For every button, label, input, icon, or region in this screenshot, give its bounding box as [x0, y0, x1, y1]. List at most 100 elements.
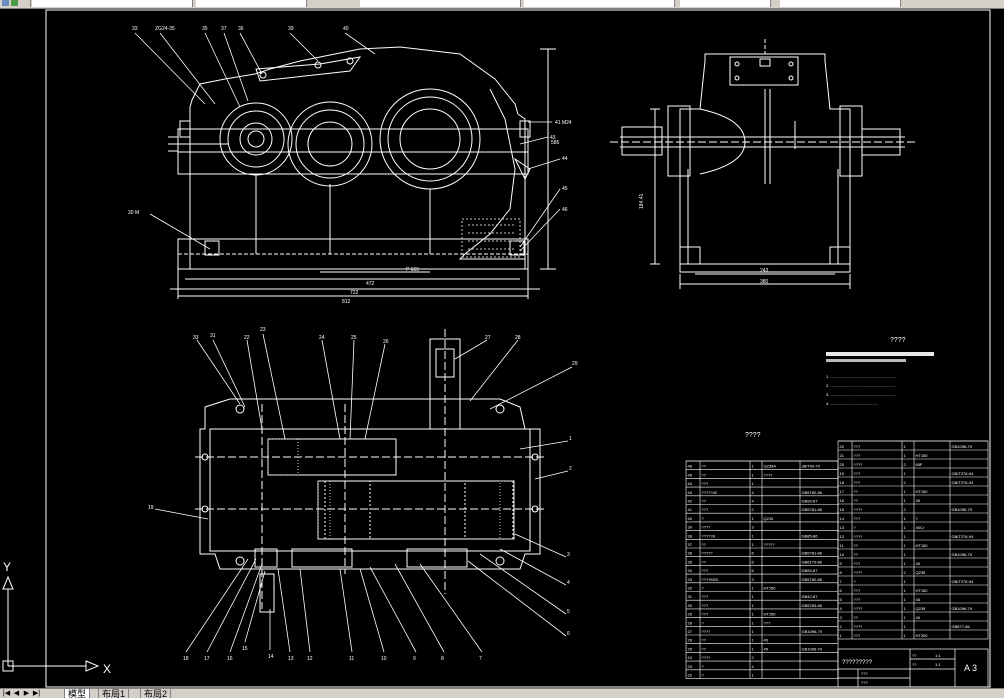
table-cell: 35 — [688, 559, 693, 564]
table-cell: ?? — [854, 543, 859, 548]
top-leader-text: 5 — [567, 609, 570, 615]
table-cell: Q235 — [916, 606, 927, 611]
front-leader-text: 46 — [562, 207, 568, 213]
table-cell: 36 — [688, 551, 693, 556]
table-cell: ???? — [854, 534, 864, 539]
table-cell: 33 — [688, 577, 693, 582]
next-tab-button[interactable]: ▶ — [23, 690, 30, 697]
canvas-background — [0, 9, 1004, 688]
top-leader-text: 18 — [183, 656, 189, 662]
table-cell: 1 — [752, 603, 755, 608]
table-cell: ? — [702, 516, 705, 521]
table-cell: ? — [702, 664, 705, 669]
table-cell: 8 — [840, 570, 843, 575]
toolbar-button-b[interactable] — [11, 0, 18, 6]
table-cell: ???? — [702, 629, 712, 634]
title-block-scale: 1:1 — [935, 653, 941, 658]
table-cell: GB1096-79 — [952, 507, 973, 512]
table-cell: ? — [702, 620, 705, 625]
table-cell: 39 — [688, 525, 693, 530]
table-cell: ?? — [854, 615, 859, 620]
table-cell: HT150 — [916, 543, 929, 548]
top-leader-text: 7 — [479, 656, 482, 662]
table-cell: ??? — [702, 603, 709, 608]
table-cell: HT150 — [916, 588, 929, 593]
table-cell: ???? — [764, 472, 774, 477]
table-cell: 1 — [752, 646, 755, 651]
lineweight-dropdown[interactable] — [524, 0, 675, 7]
table-cell: 1 — [904, 444, 907, 449]
table-cell: 1 — [904, 471, 907, 476]
top-leader-text: 26 — [383, 339, 389, 345]
first-tab-button[interactable]: |◀ — [2, 690, 11, 697]
table-cell: Q215 — [764, 516, 775, 521]
title-block-name: ????????? — [842, 660, 873, 666]
table-cell: ??? — [702, 507, 709, 512]
table-cell: 1 — [904, 453, 907, 458]
top-leader-text: 6 — [567, 631, 570, 637]
style-dropdown[interactable] — [780, 0, 901, 7]
table-cell: ? — [702, 673, 705, 678]
table-cell: HT150 — [916, 453, 929, 458]
top-view-leaders — [154, 333, 573, 653]
notes-heading-bar — [826, 352, 934, 356]
table-cell: 1 — [752, 612, 755, 617]
layer-dropdown[interactable] — [32, 0, 193, 7]
table-cell: ??? — [854, 597, 861, 602]
front-leader-text: 30 M — [128, 210, 139, 216]
front-dim-text: 585 — [551, 140, 560, 146]
title-block-scale-label: ?? — [912, 653, 917, 658]
side-dim-text: 184.41 — [639, 193, 645, 209]
table-cell: ???? — [854, 606, 864, 611]
top-leader-text: 27 — [485, 335, 491, 341]
drawing-canvas[interactable]: 33 ZG24-35 35 37 36 39 40 41 M24 43 44 4… — [0, 9, 1004, 688]
tab-layout-2[interactable]: 布局2 — [140, 689, 172, 698]
top-leader-text: 29 — [572, 361, 578, 367]
table-cell: 1 — [752, 594, 755, 599]
table-cell: 4 — [752, 490, 755, 495]
table-cell: 23 — [688, 664, 693, 669]
top-leader-text: 22 — [244, 335, 250, 341]
table-cell: ?? — [702, 472, 707, 477]
top-leader-text: 33 — [193, 335, 199, 341]
table-cell: GB5782-86 — [802, 577, 823, 582]
table-cell: 1 — [904, 516, 907, 521]
tab-model[interactable]: 模型 — [64, 689, 91, 698]
table-cell: ??? — [854, 561, 861, 566]
table-cell: 1 — [752, 516, 755, 521]
table-cell: ?????8 — [702, 533, 716, 538]
tab-layout-1[interactable]: 布局1 — [98, 689, 130, 698]
top-leader-text: 19 — [148, 505, 154, 511]
table-cell: GB/T276-94 — [952, 480, 975, 485]
table-cell: ??? — [854, 516, 861, 521]
ucs-icon — [2, 575, 100, 672]
table-cell: 2 — [904, 507, 907, 512]
top-leader-text: 3 — [567, 552, 570, 558]
top-leader-text: 28 — [515, 335, 521, 341]
linetype-dropdown[interactable] — [360, 0, 521, 7]
table-cell: ?? — [702, 542, 707, 547]
table-cell: ???? — [702, 655, 712, 660]
toolbar-button-a[interactable] — [2, 0, 9, 6]
top-leader-text: 15 — [242, 646, 248, 652]
toolbar-strip — [0, 0, 1004, 9]
toolbar-nav — [0, 0, 31, 7]
table-cell: ??? — [854, 471, 861, 476]
prev-tab-button[interactable]: ◀ — [13, 690, 20, 697]
table-cell: ????? — [702, 551, 714, 556]
table-cell: 37 — [688, 542, 693, 547]
table-cell: ???? — [854, 624, 864, 629]
table-cell: 16 — [840, 498, 845, 503]
front-leader-text: 37 — [221, 26, 227, 32]
color-dropdown[interactable] — [196, 0, 307, 7]
table-cell: 4 — [840, 606, 843, 611]
table-cell: ?? — [702, 638, 707, 643]
front-leader-text: 36 — [238, 26, 244, 32]
plotstyle-dropdown[interactable] — [680, 0, 771, 7]
table-cell: 6 — [752, 568, 755, 573]
last-tab-button[interactable]: ▶| — [32, 690, 41, 697]
table-cell: ?? — [702, 559, 707, 564]
table-cell: 3 — [752, 525, 755, 530]
table-cell: ???? — [854, 462, 864, 467]
table-cell: 1 — [904, 624, 907, 629]
